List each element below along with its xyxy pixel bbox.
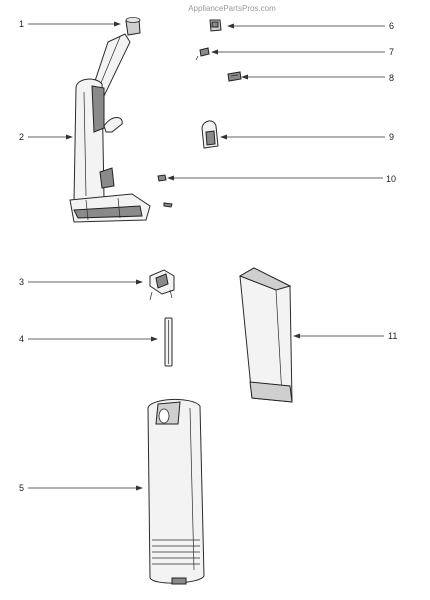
callout-label-11: 11 xyxy=(388,331,397,341)
part-9-release-button xyxy=(201,120,219,149)
callout-label-7: 7 xyxy=(389,47,394,57)
part-1-end-cap xyxy=(125,17,141,36)
callout-label-6: 6 xyxy=(389,21,394,31)
watermark-text: AppliancePartsPros.com xyxy=(188,4,276,13)
part-3-latch-clip xyxy=(149,269,175,301)
part-6-bracket xyxy=(209,19,222,32)
leader-arrow-11 xyxy=(293,333,300,339)
leader-arrow-7 xyxy=(211,49,218,55)
part-8-switch xyxy=(227,71,242,82)
leader-arrow-6 xyxy=(227,23,234,29)
leader-arrow-2 xyxy=(66,134,73,140)
callout-label-4: 4 xyxy=(19,334,24,344)
part-10-screw xyxy=(157,174,167,182)
part-4-rod xyxy=(164,317,173,367)
leader-arrow-5 xyxy=(136,485,143,491)
callout-label-10: 10 xyxy=(386,174,396,184)
part-11-filter-bag xyxy=(238,267,293,403)
part-2-vacuum-body xyxy=(69,33,151,223)
leader-arrow-8 xyxy=(241,74,248,80)
callout-label-1: 1 xyxy=(19,19,24,29)
callout-label-5: 5 xyxy=(19,483,24,493)
callout-label-9: 9 xyxy=(389,132,394,142)
leader-arrow-9 xyxy=(220,134,227,140)
part-7-spring-clip xyxy=(195,47,210,61)
callout-label-3: 3 xyxy=(19,277,24,287)
leader-arrow-10 xyxy=(167,175,174,181)
leader-arrow-4 xyxy=(151,336,158,342)
loose-screw xyxy=(163,202,173,208)
callout-label-8: 8 xyxy=(389,73,394,83)
callout-label-2: 2 xyxy=(19,132,24,142)
leader-arrow-3 xyxy=(136,279,143,285)
part-5-dust-cup xyxy=(147,398,205,585)
leader-arrow-1 xyxy=(114,21,121,27)
